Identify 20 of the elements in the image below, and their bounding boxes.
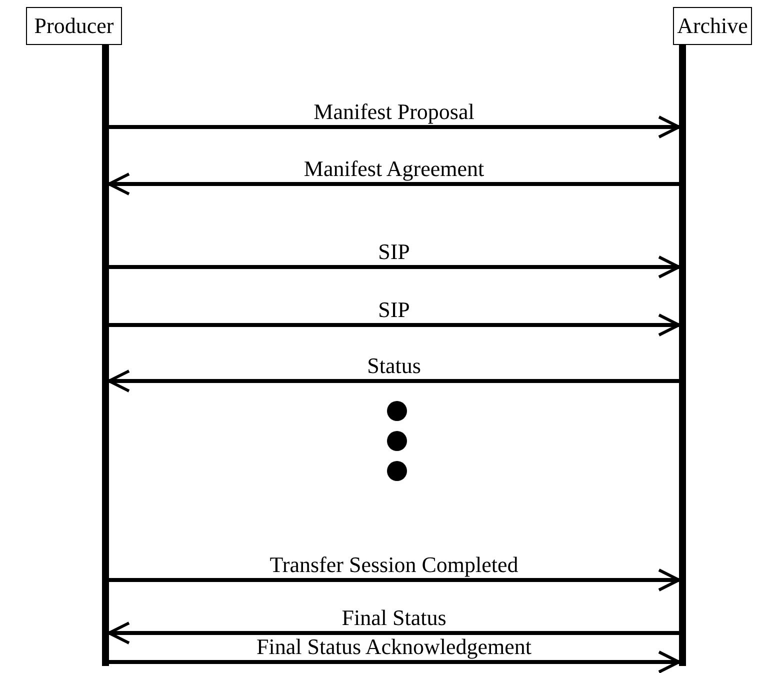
arrow [109, 314, 680, 336]
edge-label: Final Status [342, 606, 446, 630]
arrow [108, 622, 679, 644]
participant-box: Archive [673, 7, 752, 45]
edge-label: Final Status Acknowledgement [256, 635, 532, 659]
arrow [109, 650, 680, 673]
arrow [109, 568, 680, 592]
arrow [108, 172, 679, 196]
arrow [109, 256, 680, 278]
edge-label: SIP [378, 298, 410, 322]
arrow [109, 116, 680, 138]
lifeline-bar [679, 44, 686, 666]
edge-label: Manifest Proposal [314, 100, 474, 124]
arrow [108, 370, 679, 392]
edge-label: Transfer Session Completed [270, 553, 518, 577]
edge-label: SIP [378, 240, 410, 264]
participant-box: Producer [26, 7, 122, 45]
lifeline-bar [102, 44, 109, 666]
edge-label: Manifest Agreement [304, 157, 484, 181]
edge-label: Status [367, 354, 421, 378]
